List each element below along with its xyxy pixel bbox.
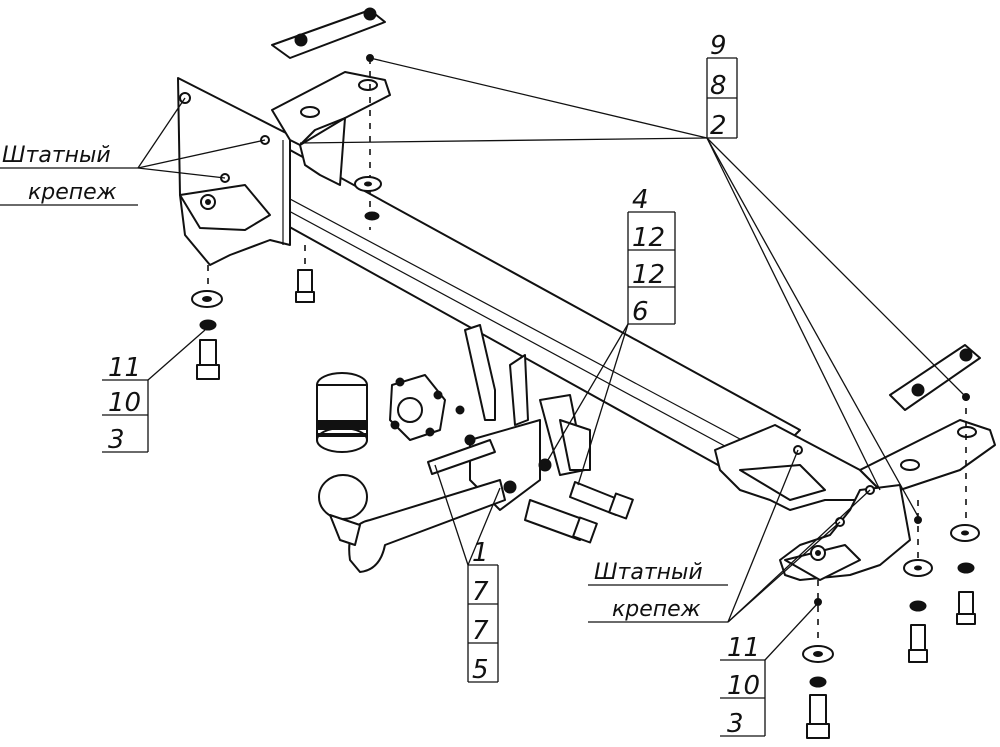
callout-middle: 4 12 12 6 <box>627 185 676 327</box>
callout-label: 9 <box>710 31 727 61</box>
left-mounting-bracket <box>177 77 291 266</box>
callout-label: 7 <box>472 616 489 646</box>
left-lower-bolt <box>295 245 315 303</box>
left-upper-bracket <box>271 71 391 186</box>
callout-label: 4 <box>632 185 649 215</box>
tow-ball-cover <box>316 372 368 453</box>
callout-label: 6 <box>632 297 649 327</box>
left-fastener-stack <box>191 265 223 380</box>
left-top-strip-plate <box>271 7 386 59</box>
note-left-standard-fasteners: Штатный крепеж <box>0 143 138 206</box>
callout-label: 5 <box>472 655 489 685</box>
callout-label: 7 <box>472 577 489 607</box>
leader-lines <box>137 57 967 661</box>
callout-label: 3 <box>108 425 125 455</box>
callout-label: 10 <box>108 388 141 418</box>
note-line: Штатный <box>2 143 111 168</box>
right-middle-fastener-stack <box>903 500 933 663</box>
hitch-bolts <box>427 439 634 544</box>
callout-label: 10 <box>727 671 760 701</box>
callout-label: 2 <box>710 111 727 141</box>
callout-left-fasteners: 11 10 3 <box>102 353 149 455</box>
callout-label: 12 <box>632 260 665 290</box>
right-top-strip-plate <box>889 344 981 411</box>
callout-label: 8 <box>710 71 727 101</box>
socket-plate <box>389 374 476 446</box>
left-upper-fastener-stack <box>354 54 382 230</box>
note-line: крепеж <box>28 180 117 205</box>
callout-top-right: 9 8 2 <box>706 31 738 141</box>
note-line: Штатный <box>594 560 703 585</box>
callout-label: 12 <box>632 223 665 253</box>
right-lower-fastener-stack <box>802 580 834 739</box>
note-right-standard-fasteners: Штатный крепеж <box>588 560 728 623</box>
tow-ball-arm <box>318 474 506 573</box>
callout-label: 11 <box>727 633 760 663</box>
note-line: крепеж <box>612 597 701 622</box>
right-mounting-bracket <box>714 419 996 581</box>
callout-bottom-center: 1 7 7 5 <box>467 538 499 685</box>
callout-label: 11 <box>108 353 141 383</box>
callout-label: 1 <box>472 538 489 568</box>
callout-label: 3 <box>727 709 744 739</box>
callout-right-fasteners: 11 10 3 <box>720 633 766 739</box>
